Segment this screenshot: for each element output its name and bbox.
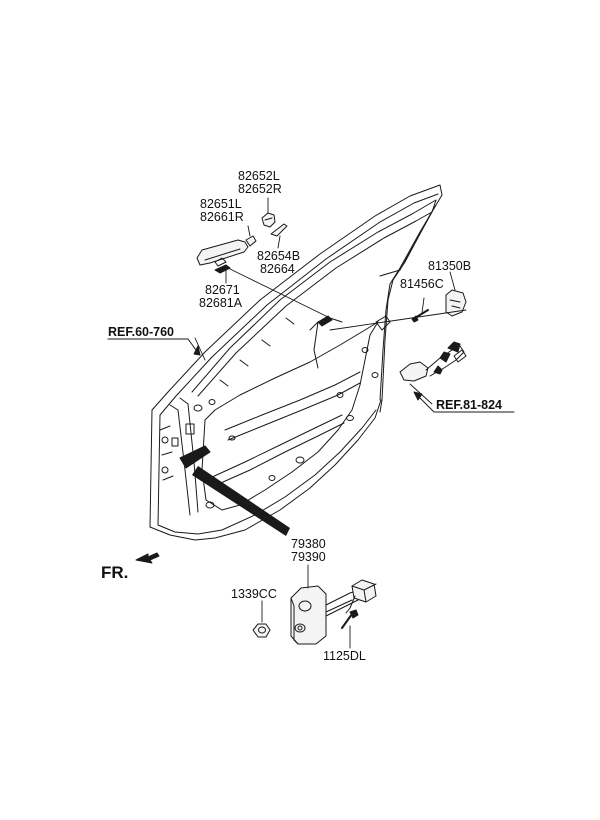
outside-handle bbox=[197, 236, 256, 273]
handle-gasket bbox=[215, 265, 230, 273]
ref-label-60-760: REF.60-760 bbox=[108, 325, 175, 339]
part-label-82652: 82652L 82652R bbox=[238, 169, 282, 196]
part-label-82651: 82651L 82661R bbox=[200, 197, 244, 224]
part-label-79380: 79380 79390 bbox=[291, 537, 326, 564]
door-latch-assembly bbox=[400, 342, 466, 381]
door-checker bbox=[253, 580, 376, 644]
part-label-1339cc: 1339CC bbox=[231, 587, 277, 601]
part-label-82654: 82654B 82664 bbox=[257, 249, 301, 276]
leader-lines bbox=[195, 198, 466, 648]
front-direction-label: FR. bbox=[101, 563, 129, 582]
checker-leader-band bbox=[192, 466, 290, 536]
ref-markers bbox=[108, 339, 514, 412]
door-panel bbox=[150, 185, 442, 540]
part-label-81350b: 81350B bbox=[428, 259, 472, 273]
ref-label-81-824: REF.81-824 bbox=[436, 398, 503, 412]
part-label-81456c: 81456C bbox=[400, 277, 444, 291]
handle-cover bbox=[262, 213, 287, 236]
front-direction-arrow bbox=[136, 553, 159, 563]
part-label-1125dl: 1125DL bbox=[323, 649, 366, 663]
part-label-82671: 82671 82681A bbox=[199, 283, 243, 310]
